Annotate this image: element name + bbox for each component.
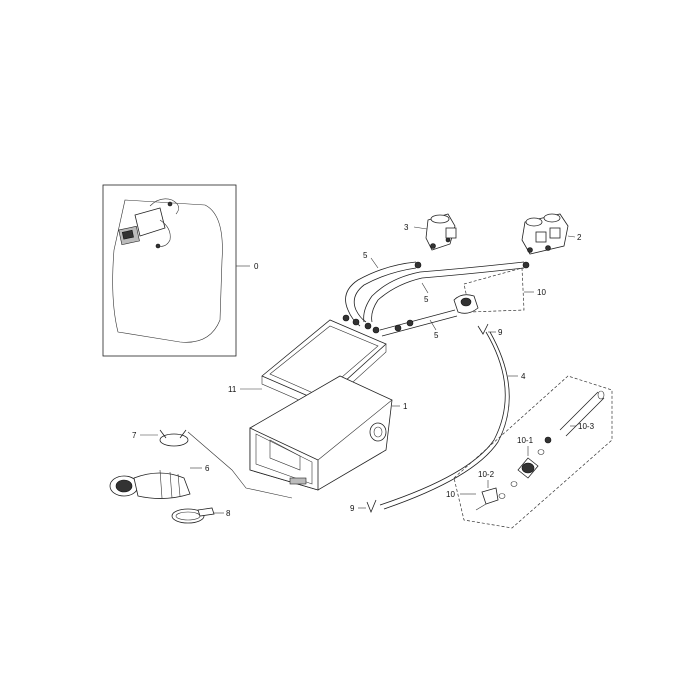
part-11-cover: 11 bbox=[228, 314, 387, 411]
callout-1: 1 bbox=[403, 402, 408, 411]
callout-7: 7 bbox=[132, 431, 137, 440]
callout-2: 2 bbox=[577, 233, 582, 242]
callout-10a: 10 bbox=[537, 288, 546, 297]
callout-3: 3 bbox=[404, 223, 409, 232]
part-6-bellows: 6 bbox=[109, 464, 210, 499]
part-8-clamp: 8 bbox=[171, 507, 231, 524]
part-1-housing: 1 bbox=[249, 375, 408, 491]
callout-5c: 5 bbox=[434, 331, 439, 340]
part-2-double-water-valve: 2 bbox=[521, 213, 582, 255]
callout-11: 11 bbox=[228, 385, 237, 394]
callout-9b: 9 bbox=[350, 504, 355, 513]
callout-9a: 9 bbox=[498, 328, 503, 337]
callout-5a: 5 bbox=[363, 251, 368, 260]
callout-10-1: 10-1 bbox=[517, 436, 534, 445]
part-7-clamp: 7 bbox=[132, 429, 189, 447]
part-0-inset: 0 bbox=[102, 184, 259, 357]
leader-lines-bellows bbox=[187, 431, 293, 499]
part-5-hoses: 5 5 5 bbox=[345, 251, 530, 340]
part-10-bracket: 10 bbox=[453, 267, 546, 314]
callout-4: 4 bbox=[521, 372, 526, 381]
part-10-inlet-assembly: 10-3 10-1 10-2 10 bbox=[446, 375, 613, 529]
part-4-tube: 4 bbox=[379, 331, 526, 510]
callout-5b: 5 bbox=[424, 295, 429, 304]
callout-10b: 10 bbox=[446, 490, 455, 499]
callout-10-3: 10-3 bbox=[578, 422, 595, 431]
part-9-clips: 9 9 bbox=[350, 323, 503, 514]
part-3-water-valve: 3 bbox=[404, 213, 457, 251]
callout-0: 0 bbox=[254, 262, 259, 271]
harness-assembly bbox=[118, 198, 180, 249]
callout-6: 6 bbox=[205, 464, 210, 473]
callout-10-2: 10-2 bbox=[478, 470, 495, 479]
callout-8: 8 bbox=[226, 509, 231, 518]
